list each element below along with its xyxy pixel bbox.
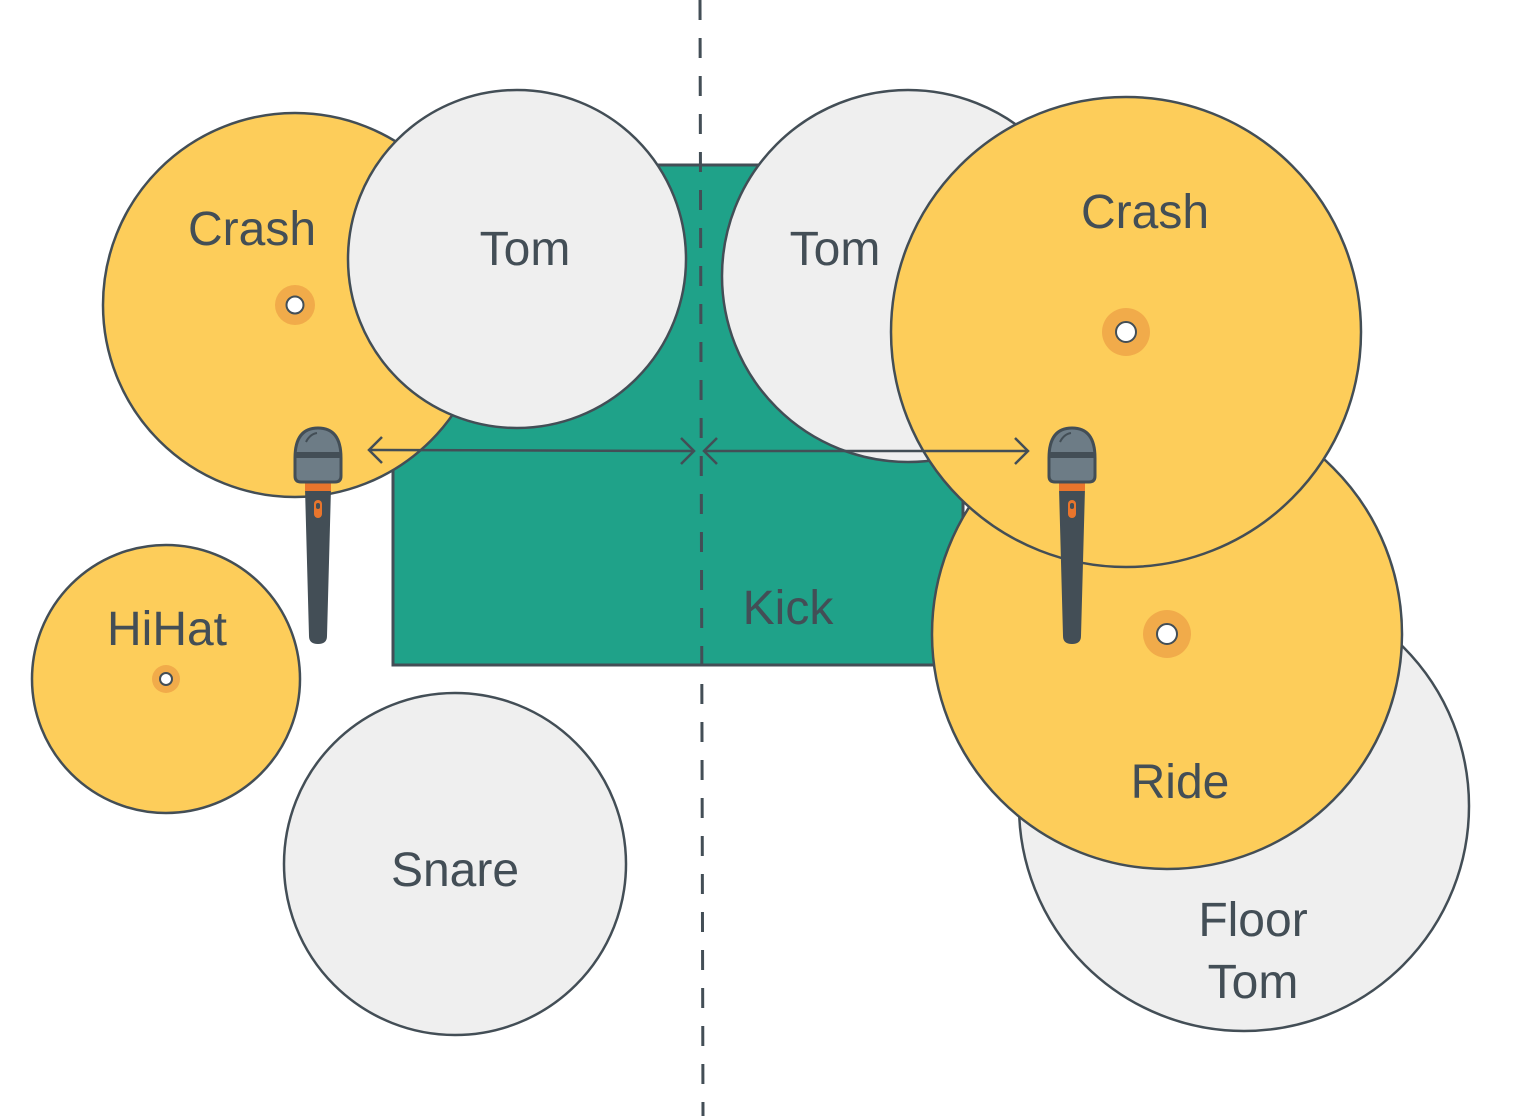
crash-right-label: Crash: [1081, 186, 1209, 239]
kick-label: Kick: [743, 582, 835, 635]
hihat-label: HiHat: [107, 603, 227, 656]
microphone-icon: [293, 426, 343, 646]
center-line: [698, 0, 705, 1116]
tom-left-drum: [346, 88, 688, 430]
crash-left-label: Crash: [188, 203, 316, 256]
distance-arrow-left: [367, 436, 696, 465]
tom-right-label: Tom: [790, 223, 881, 276]
snare-drum: [282, 691, 628, 1037]
distance-arrow-right: [702, 437, 1030, 465]
ride-label: Ride: [1131, 756, 1230, 809]
crash-left-bell-center: [285, 295, 305, 315]
snare-label: Snare: [391, 844, 519, 897]
tom-left-label: Tom: [480, 223, 571, 276]
floor-tom-label-line2: Tom: [1208, 956, 1299, 1009]
ride-bell-center: [1156, 623, 1178, 645]
crash-right-bell-center: [1115, 321, 1137, 343]
hihat-bell-center: [159, 672, 173, 686]
floor-tom-label-line1: Floor: [1198, 894, 1307, 947]
